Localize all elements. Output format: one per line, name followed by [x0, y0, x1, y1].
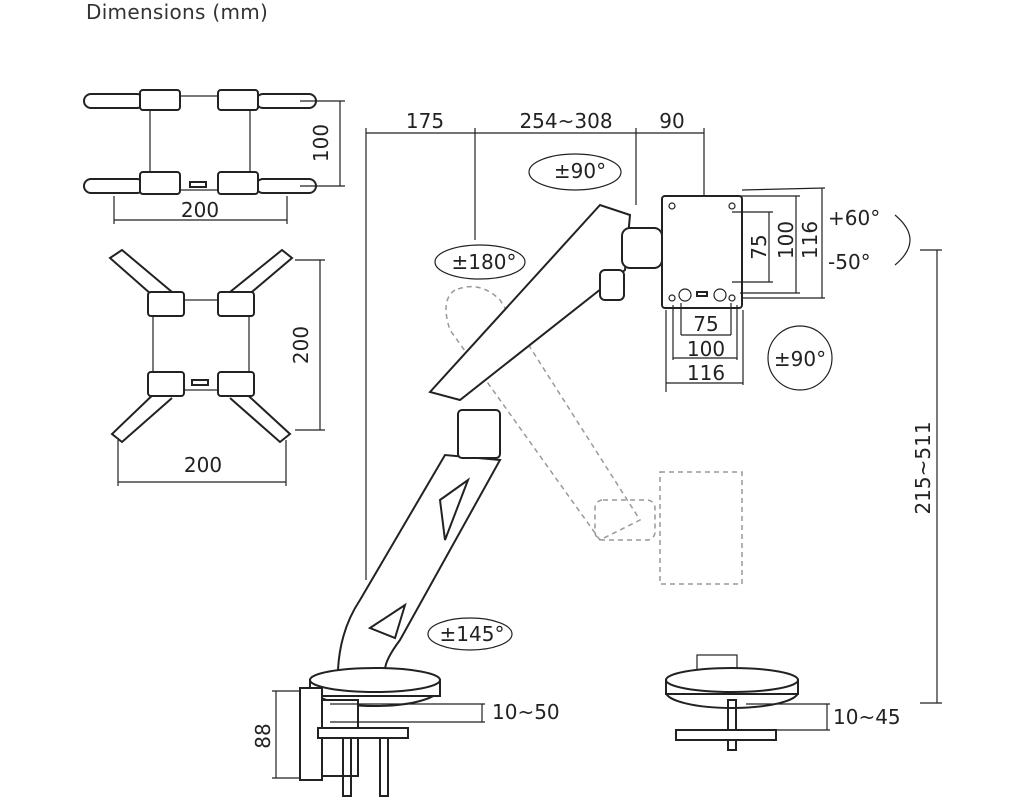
head-plate-dimensions — [665, 187, 826, 392]
top-plate-width-label: 200 — [181, 198, 219, 222]
height-range-label: 215~511 — [911, 421, 935, 514]
lower-arm-rotation-label: ±145° — [440, 622, 505, 646]
plate-height-75-label: 75 — [747, 234, 771, 259]
arm-swivel-label: ±180° — [452, 250, 517, 274]
vesa-adapter-bottom — [108, 248, 325, 486]
grommet-desk-thickness-label: 10~45 — [833, 705, 901, 729]
monitor-arm — [336, 195, 743, 671]
portrait-rotation-label: ±90° — [774, 347, 826, 371]
top-plate-height-label: 100 — [309, 124, 333, 162]
height-range-dimension — [920, 249, 942, 704]
plate-width-75-label: 75 — [693, 312, 718, 336]
diagram-title: Dimensions (mm) — [86, 0, 269, 24]
rotation-arrows — [427, 153, 911, 651]
head-swivel-label: ±90° — [554, 159, 606, 183]
plate-width-100-label: 100 — [687, 337, 725, 361]
clamp-desk-thickness-label: 10~50 — [492, 700, 560, 724]
bottom-plate-height-label: 200 — [289, 326, 313, 364]
reach-dimension-lines — [365, 128, 705, 580]
tilt-down-label: -50° — [828, 250, 871, 274]
plate-height-116-label: 116 — [798, 221, 822, 259]
plate-width-116-label: 116 — [687, 361, 725, 385]
grommet-base — [665, 654, 830, 751]
clamp-height-label: 88 — [251, 723, 275, 748]
bottom-plate-width-label: 200 — [184, 453, 222, 477]
head-depth-label: 90 — [659, 109, 684, 133]
vesa-adapter-top — [83, 89, 345, 224]
clamp-base — [272, 667, 485, 797]
base-to-joint-label: 175 — [406, 109, 444, 133]
arm-reach-label: 254~308 — [519, 109, 612, 133]
lowered-arm-ghost — [445, 285, 743, 585]
plate-height-100-label: 100 — [774, 221, 798, 259]
tilt-up-label: +60° — [828, 206, 880, 230]
